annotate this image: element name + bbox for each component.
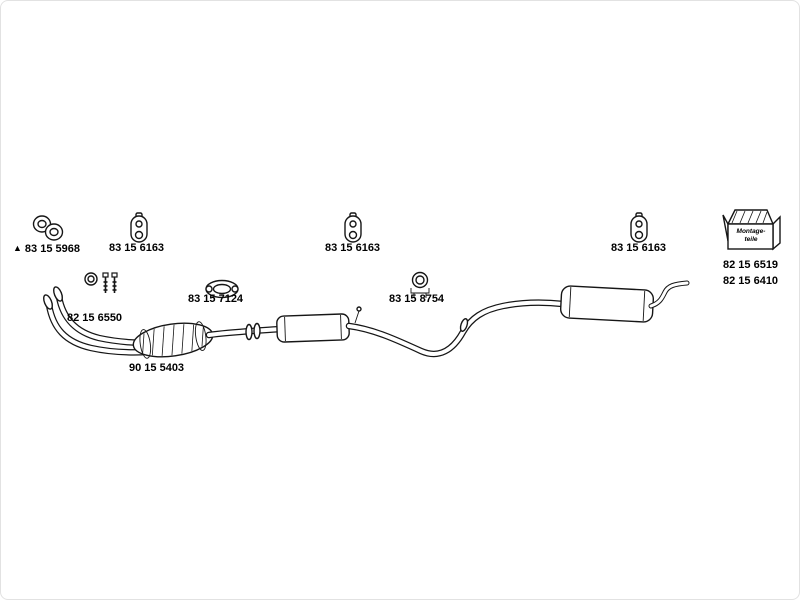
part-label-catalytic-converter: 90 15 5403	[129, 362, 184, 375]
gasket-rings-icon	[32, 215, 64, 241]
rear-pipe	[345, 299, 567, 358]
rubber-hanger-icon-right	[630, 212, 648, 243]
intermediate-pipe	[205, 322, 285, 341]
front-pipes	[43, 286, 153, 356]
part-number: 82 15 6410	[723, 275, 779, 287]
part-label-hanger-left: 83 15 6163	[109, 242, 164, 255]
part-label-hanger-right: 83 15 6163	[611, 242, 666, 255]
part-number: 83 15 6163	[611, 242, 667, 254]
mounting-box-label-line2: teile	[744, 236, 758, 243]
part-number: 83 15 5968	[24, 243, 80, 255]
part-label-front-gaskets: ▲83 15 5968	[13, 242, 80, 256]
flange-gasket-icon	[205, 279, 239, 299]
rubber-hanger-icon-mid	[344, 212, 362, 243]
part-label-mounting-kit-2: 82 15 6410	[723, 275, 778, 288]
part-label-clamp: 83 15 8754	[389, 293, 444, 306]
part-label-bolt-kit: 82 15 6550	[67, 312, 122, 325]
part-label-mounting-kit-1: 82 15 6519	[723, 259, 778, 272]
part-number: 90 15 5403	[129, 362, 185, 374]
tailpipe-drawing	[648, 280, 690, 309]
middle-silencer-drawing	[276, 306, 362, 343]
part-label-flange-gasket: 83 15 7124	[188, 293, 243, 306]
mounting-box-label-line1: Montage-	[736, 228, 766, 235]
part-number: 83 15 7124	[188, 293, 244, 305]
bolt-kit-icon	[84, 272, 118, 293]
mounting-parts-box-icon	[722, 209, 781, 251]
catalytic-converter-drawing	[132, 319, 214, 361]
part-number: 82 15 6550	[67, 312, 123, 324]
part-label-hanger-mid: 83 15 6163	[325, 242, 380, 255]
warning-triangle-icon: ▲	[13, 243, 22, 253]
rubber-hanger-icon-left	[130, 212, 148, 243]
part-number: 83 15 8754	[389, 293, 445, 305]
part-number: 83 15 6163	[109, 242, 165, 254]
part-number: 82 15 6519	[723, 259, 779, 271]
rear-silencer-drawing	[559, 285, 655, 323]
clamp-icon	[410, 271, 430, 298]
part-number: 83 15 6163	[325, 242, 381, 254]
